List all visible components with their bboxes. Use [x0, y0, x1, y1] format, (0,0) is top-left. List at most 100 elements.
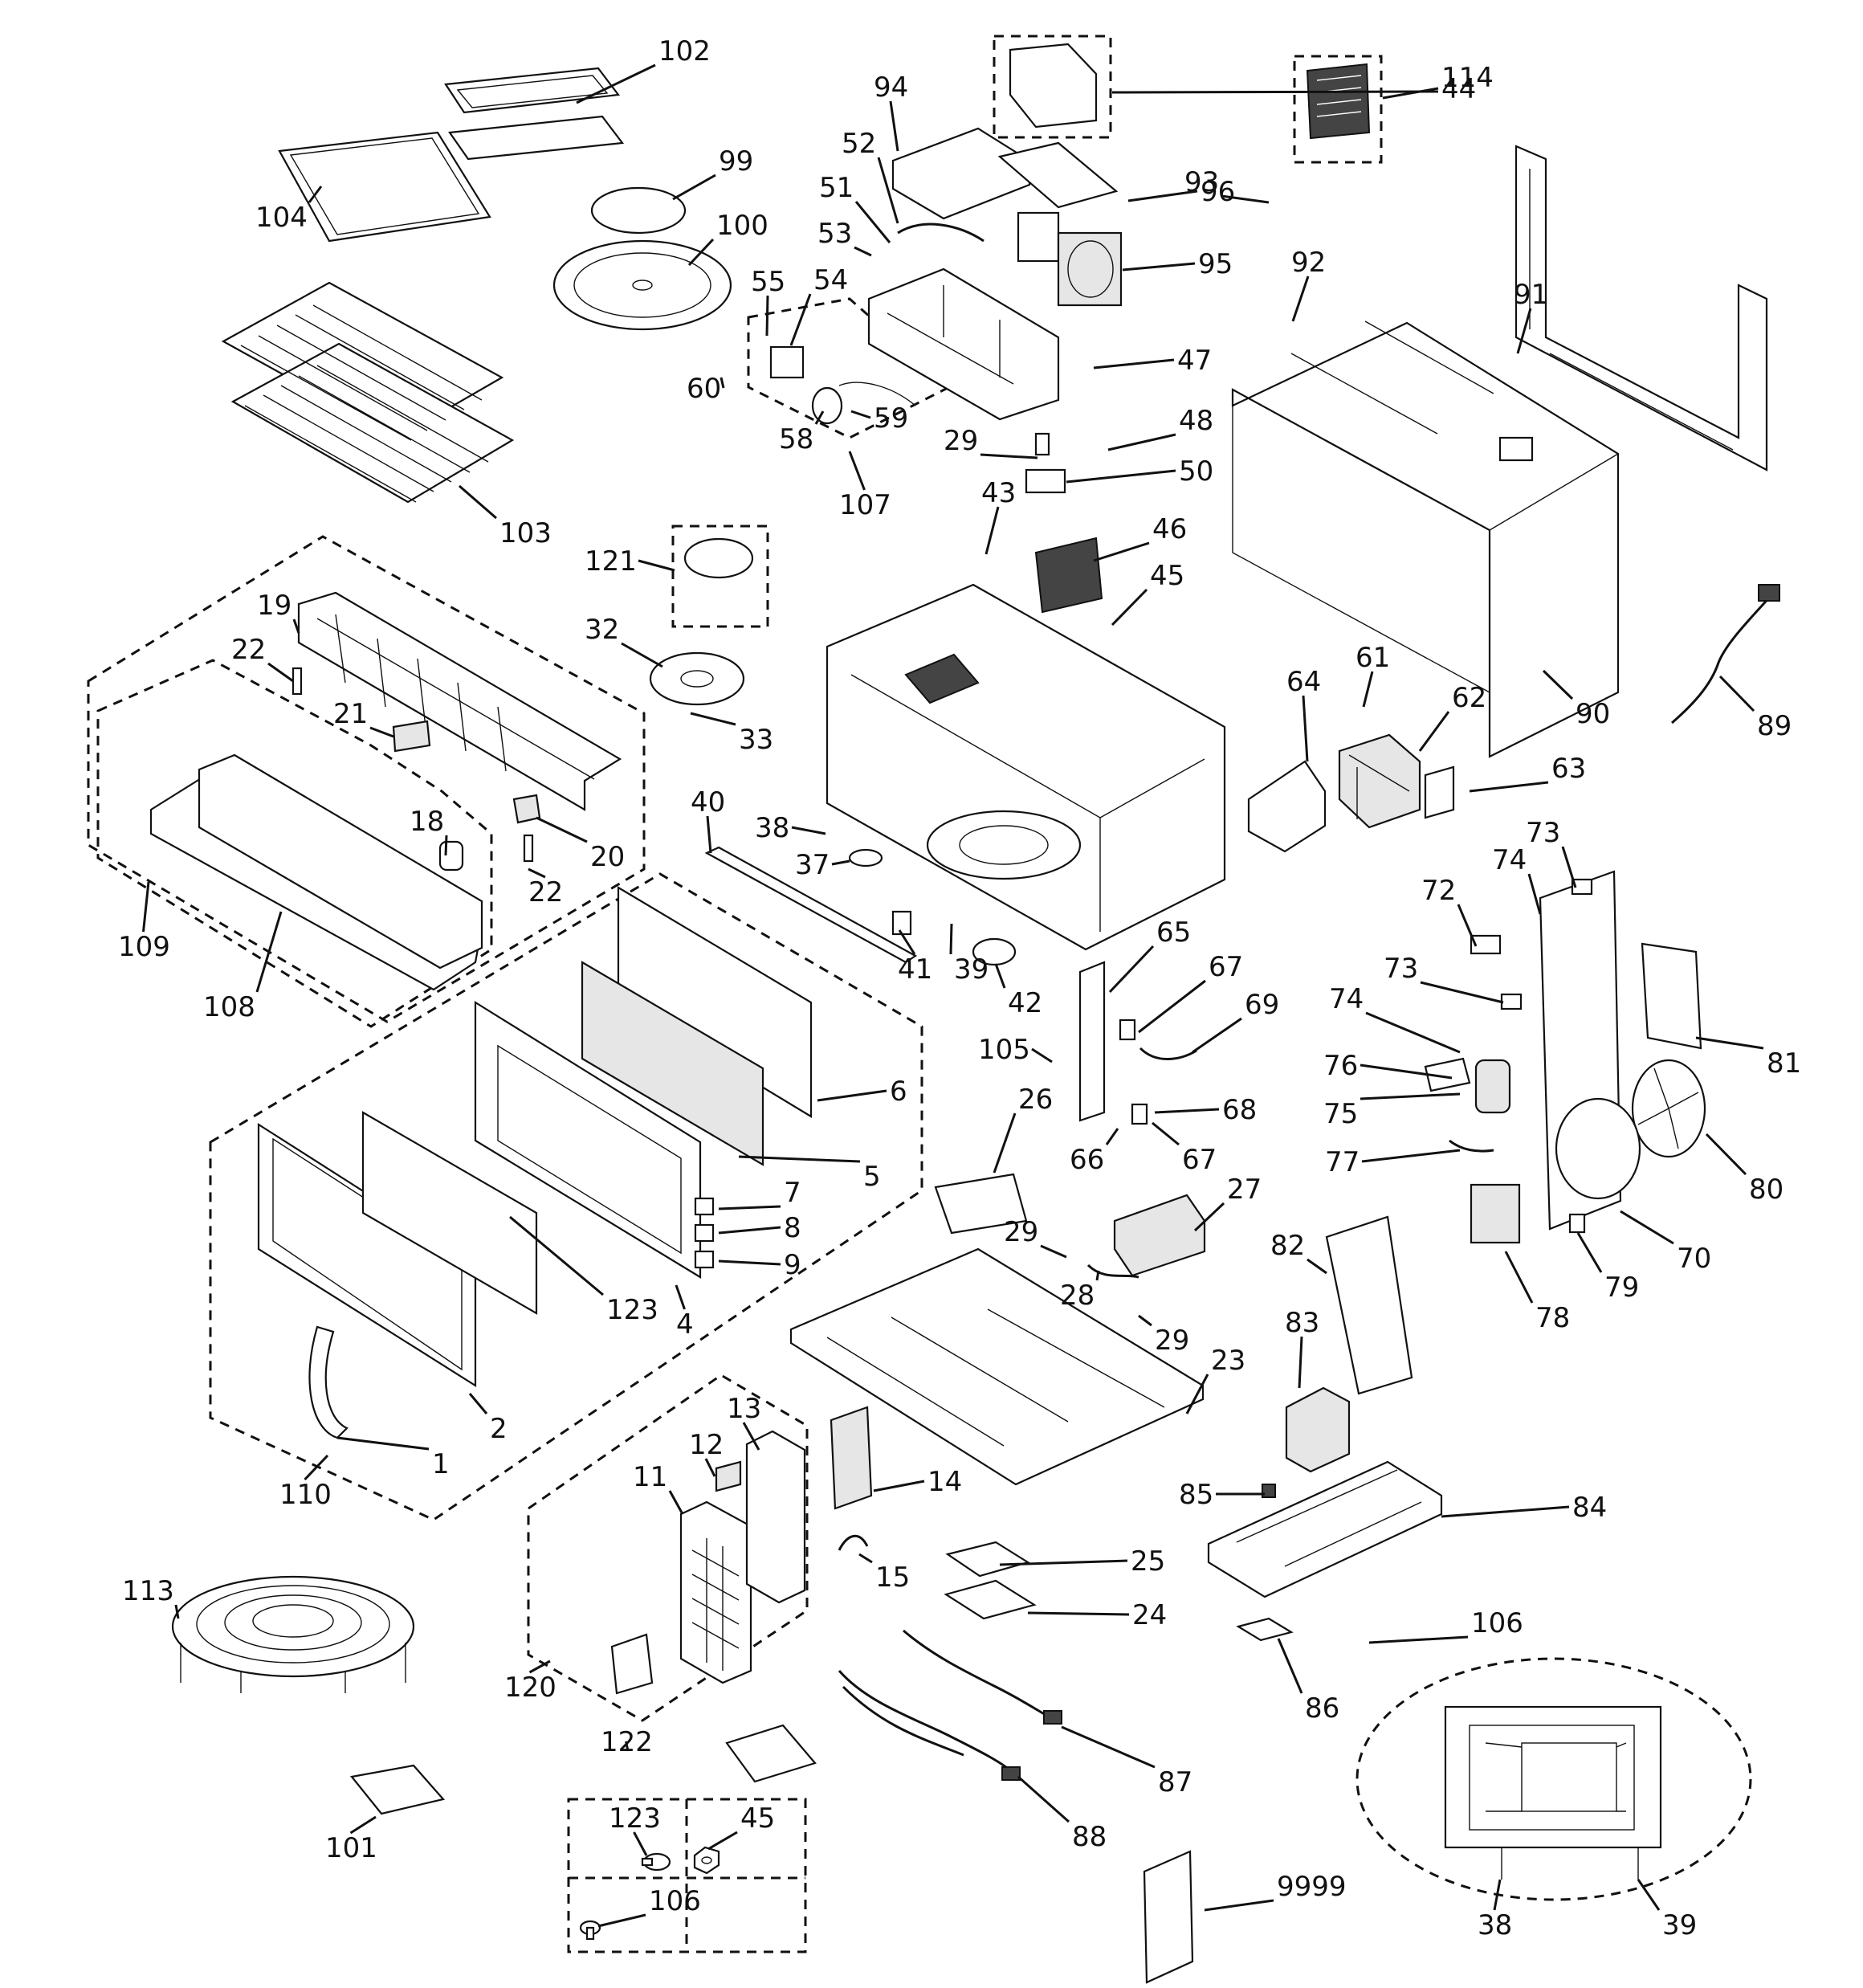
callout-label-c62: 62: [1452, 682, 1486, 714]
stirrer-32: [649, 651, 745, 706]
oven-cavity: [826, 583, 1226, 951]
callout-leader-c100: [687, 238, 715, 267]
turntable-motor-42: [972, 937, 1017, 966]
callout-leader-c46: [1093, 541, 1150, 562]
callout-label-c76: 76: [1323, 1050, 1358, 1082]
callout-leader-c26: [993, 1112, 1017, 1174]
hardware-bag-122: [725, 1724, 817, 1783]
callout-leader-c61: [1362, 671, 1374, 708]
callout-label-c39a: 39: [954, 953, 989, 986]
callout-label-c92: 92: [1291, 247, 1326, 279]
callout-leader-c106a: [1368, 1635, 1469, 1644]
wire-69: [1139, 1047, 1197, 1060]
callout-label-c74a: 74: [1492, 844, 1527, 876]
callout-leader-c60: [720, 377, 725, 389]
callout-label-c29a: 29: [944, 425, 978, 457]
callout-leader-c21: [369, 726, 394, 738]
callout-leader-c13: [742, 1422, 760, 1451]
callout-leader-c74b: [1365, 1011, 1461, 1054]
callout-label-c107: 107: [839, 489, 891, 521]
callout-leader-c58: [814, 410, 825, 425]
callout-label-c48: 48: [1179, 405, 1213, 437]
group-120-outline: [527, 1374, 809, 1722]
accessories: [171, 67, 1194, 1984]
callout-leader-c95: [1122, 262, 1196, 271]
callout-label-c58: 58: [779, 423, 813, 455]
latch-7: [694, 1197, 715, 1216]
callout-label-c51: 51: [819, 172, 854, 204]
callout-label-c37: 37: [795, 849, 830, 881]
callout-leader-c24: [1027, 1611, 1130, 1616]
fan-motor-95: [1057, 231, 1123, 307]
callout-label-c1: 1: [432, 1448, 450, 1480]
wire-28: [1086, 1263, 1139, 1279]
harness-88: [838, 1670, 1017, 1777]
callout-leader-c64: [1302, 695, 1309, 762]
bracket-76: [1424, 1057, 1471, 1092]
callout-label-c73b: 73: [1384, 953, 1418, 985]
wire-harnesses: [838, 1629, 1062, 1781]
support-91: [1498, 436, 1534, 462]
callout-leader-c82: [1307, 1258, 1327, 1275]
callout-leader-c73a: [1561, 846, 1577, 888]
callout-label-c41: 41: [898, 953, 932, 986]
callout-label-c29c: 29: [1155, 1325, 1189, 1357]
callout-leader-c88: [1017, 1775, 1070, 1823]
plate-96: [997, 141, 1119, 209]
callout-leader-c67b: [1152, 1121, 1180, 1146]
callout-leader-c101: [349, 1815, 377, 1835]
callout-leader-c5: [738, 1155, 861, 1163]
hardware-grid-122: [567, 1798, 807, 1953]
callout-label-c39b: 39: [1662, 1909, 1697, 1941]
cavity-assembly: [649, 537, 1226, 966]
wire-52: [897, 222, 984, 243]
callout-leader-c14: [873, 1480, 925, 1492]
callout-leader-c22b: [528, 867, 546, 879]
callout-label-c67b: 67: [1182, 1144, 1217, 1176]
callout-leader-c72: [1457, 904, 1478, 947]
callout-label-c106a: 106: [1471, 1607, 1523, 1639]
callout-leader-c123b: [633, 1831, 648, 1856]
knob-18: [438, 840, 464, 872]
filter-102: [444, 67, 625, 161]
cover-24: [944, 1579, 1037, 1620]
vent-grille-44: [1306, 63, 1371, 140]
callout-label-c64: 64: [1286, 666, 1321, 698]
power-plug-89: [1758, 584, 1780, 602]
callout-leader-c51: [854, 201, 891, 243]
callout-leader-c106b: [597, 1913, 646, 1928]
callout-leader-c2: [468, 1393, 488, 1414]
outer-case-90: [1231, 321, 1620, 758]
callout-label-c108: 108: [203, 991, 255, 1023]
rear-view-inset: [1444, 1705, 1662, 1880]
callout-label-c9999: 9999: [1277, 1871, 1347, 1903]
callout-leader-c39b: [1637, 1879, 1661, 1911]
door-screen-5: [581, 961, 764, 1166]
capacitor-75: [1474, 1059, 1511, 1114]
turntable-tray-100: [552, 239, 732, 331]
callout-leader-c27: [1193, 1202, 1225, 1232]
callout-leader-c59: [850, 410, 871, 419]
group-44-outline: [1293, 55, 1383, 164]
callout-leader-c23: [1185, 1374, 1209, 1414]
callout-label-c79: 79: [1604, 1272, 1639, 1304]
callout-leader-c22a: [267, 662, 294, 683]
callout-label-c81: 81: [1767, 1047, 1801, 1080]
callout-label-c61: 61: [1355, 642, 1390, 674]
callout-leader-c15: [858, 1553, 873, 1564]
callout-label-c74b: 74: [1329, 983, 1364, 1015]
callout-label-c65: 65: [1156, 916, 1191, 949]
callout-label-c94: 94: [874, 71, 908, 104]
callout-label-c42: 42: [1008, 987, 1042, 1019]
inner-door-4: [474, 1001, 702, 1279]
fuse-41: [891, 910, 912, 936]
filter-104: [278, 131, 491, 243]
door-handle-1: [308, 1325, 349, 1439]
callout-label-c70: 70: [1677, 1243, 1711, 1275]
board-14: [830, 1406, 873, 1510]
callout-leader-c94: [889, 100, 899, 152]
callout-label-c100: 100: [716, 210, 768, 242]
callout-leader-c93: [1221, 194, 1270, 204]
bracket-72: [1470, 934, 1502, 955]
callout-label-c73a: 73: [1526, 817, 1560, 849]
